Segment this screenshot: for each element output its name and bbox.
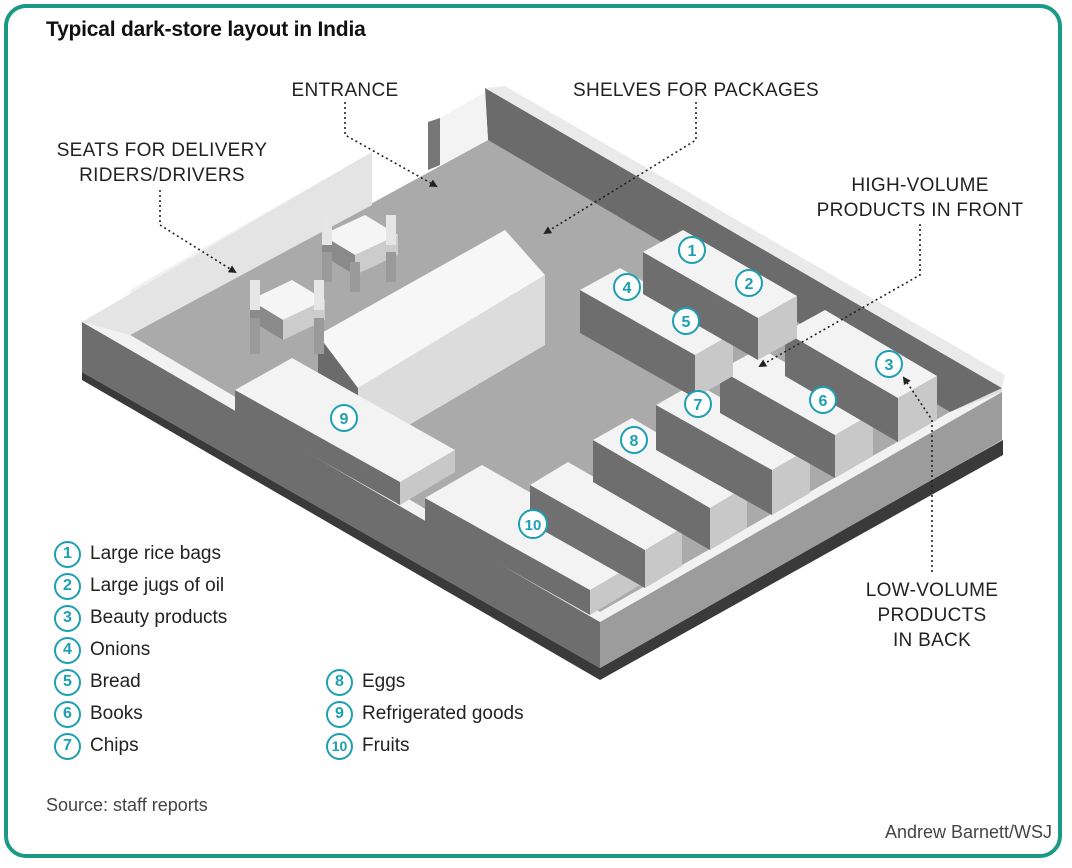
marker-8: 8 (620, 426, 648, 454)
legend-item-1: 1 Large rice bags (54, 538, 227, 570)
marker-4: 4 (613, 273, 641, 301)
legend-label-1: Large rice bags (90, 543, 221, 564)
marker-7-text: 7 (694, 397, 703, 414)
legend-label-9: Refrigerated goods (362, 703, 524, 724)
seating-cluster-back (322, 215, 398, 292)
entrance-wall-front (428, 118, 440, 170)
legend-item-8: 8 Eggs (326, 666, 524, 698)
legend-item-7: 7 Chips (54, 730, 227, 762)
callout-high-volume: HIGH-VOLUME PRODUCTS IN FRONT (805, 173, 1035, 223)
legend-label-3: Beauty products (90, 607, 228, 628)
marker-5-text: 5 (682, 314, 691, 331)
marker-9-text: 9 (340, 411, 349, 428)
source-note: Source: staff reports (46, 795, 208, 815)
legend-badge-9: 9 (326, 700, 353, 728)
legend-label-10: Fruits (362, 735, 410, 756)
marker-6-text: 6 (819, 393, 828, 410)
marker-8-text: 8 (630, 433, 639, 450)
marker-3-text: 3 (885, 357, 894, 374)
legend-column-2: 8 Eggs 9 Refrigerated goods 10 Fruits (326, 666, 524, 762)
marker-9: 9 (330, 404, 358, 432)
legend-badge-6: 6 (54, 700, 81, 728)
leader-shelves (543, 102, 697, 235)
legend-item-3: 3 Beauty products (54, 602, 227, 634)
legend-badge-7: 7 (54, 732, 81, 760)
marker-4-text: 4 (623, 280, 632, 297)
legend-badge-10: 10 (326, 732, 353, 760)
shelf-row-6 (720, 348, 873, 478)
marker-2-text: 2 (745, 276, 754, 293)
legend-item-9: 9 Refrigerated goods (326, 698, 524, 730)
legend-item-2: 2 Large jugs of oil (54, 570, 227, 602)
marker-5: 5 (672, 307, 700, 335)
callout-low-line2: PRODUCTS (877, 605, 987, 626)
marker-3: 3 (875, 350, 903, 378)
callout-low-volume: LOW-VOLUME PRODUCTS IN BACK (842, 578, 1022, 653)
marker-10: 10 (518, 509, 548, 539)
shelf-row-3 (785, 310, 937, 442)
callout-low-line3: IN BACK (892, 630, 972, 651)
marker-7: 7 (684, 390, 712, 418)
legend-badge-4: 4 (54, 636, 81, 664)
callout-low-line1: LOW-VOLUME (865, 580, 999, 601)
back-wall-left-outer (82, 152, 372, 335)
legend-label-4: Onions (90, 639, 151, 660)
marker-1: 1 (678, 236, 706, 264)
callout-shelves-text: SHELVES FOR PACKAGES (572, 80, 820, 101)
legend-badge-2: 2 (54, 572, 81, 600)
marker-1-text: 1 (688, 243, 697, 260)
callout-entrance: ENTRANCE (270, 78, 420, 103)
back-wall-right-top (485, 86, 1005, 388)
legend-label-8: Eggs (362, 671, 406, 692)
marker-6: 6 (809, 386, 837, 414)
leader-seats (159, 190, 237, 274)
chart-title: Typical dark-store layout in India (46, 18, 366, 41)
front-wall-left-face (82, 322, 600, 668)
callout-entrance-text: ENTRANCE (291, 80, 399, 101)
front-wall-right-face (600, 392, 1002, 668)
legend-item-10: 10 Fruits (326, 730, 524, 762)
callout-seats-line2: RIDERS/DRIVERS (79, 165, 245, 186)
legend-label-2: Large jugs of oil (90, 575, 225, 596)
legend-label-6: Books (90, 703, 143, 724)
leader-entrance (344, 102, 438, 187)
callout-high-line1: HIGH-VOLUME (851, 175, 989, 196)
legend-label-7: Chips (90, 735, 139, 756)
seating-cluster-front (250, 280, 325, 354)
leader-low-volume (902, 376, 933, 572)
legend-item-6: 6 Books (54, 698, 227, 730)
shelf-8 (530, 462, 682, 588)
legend-column-1: 1 Large rice bags 2 Large jugs of oil 3 … (54, 538, 227, 762)
leader-high-volume (758, 224, 921, 367)
callout-shelves: SHELVES FOR PACKAGES (560, 78, 832, 103)
callout-high-line2: PRODUCTS IN FRONT (816, 200, 1024, 221)
credit-line: Andrew Barnett/WSJ (884, 822, 1052, 842)
marker-2: 2 (735, 269, 763, 297)
callout-seats-line1: SEATS FOR DELIVERY (56, 140, 268, 161)
legend-item-5: 5 Bread (54, 666, 227, 698)
legend-badge-5: 5 (54, 668, 81, 696)
legend-badge-3: 3 (54, 604, 81, 632)
legend-badge-1: 1 (54, 540, 81, 568)
callout-seats: SEATS FOR DELIVERY RIDERS/DRIVERS (42, 138, 282, 188)
marker-10-text: 10 (525, 517, 542, 534)
entrance-wall-side (440, 92, 488, 165)
legend-badge-8: 8 (326, 668, 353, 696)
legend-item-4: 4 Onions (54, 634, 227, 666)
legend-label-5: Bread (90, 671, 141, 692)
